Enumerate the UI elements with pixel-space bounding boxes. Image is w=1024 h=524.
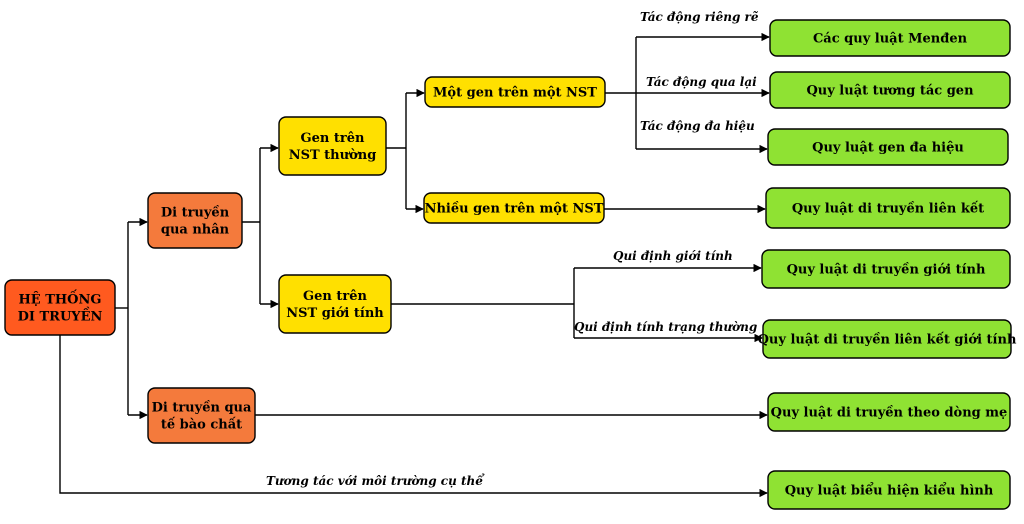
node-label: Di truyền xyxy=(161,205,230,221)
node-box xyxy=(767,392,1011,432)
node-box xyxy=(147,387,256,444)
node-label: Quy luật di truyền theo dòng mẹ xyxy=(771,405,1008,421)
node-mendel: Các quy luật Menđen xyxy=(769,19,1011,57)
node-label: qua nhân xyxy=(161,223,230,238)
node-sex-linked: Quy luật di truyền liên kết giới tính xyxy=(758,319,1017,359)
node-phenotype: Quy luật biểu hiện kiểu hình xyxy=(767,470,1011,510)
node-label: Quy luật biểu hiện kiểu hình xyxy=(785,483,994,499)
edge-label-mutual: Tác động qua lại xyxy=(646,75,757,89)
node-box xyxy=(767,128,1009,166)
node-label: Quy luật di truyền liên kết giới tính xyxy=(758,332,1017,348)
node-label: Quy luật gen đa hiệu xyxy=(812,141,964,156)
node-box xyxy=(278,116,387,176)
edge-label-sex-determination: Qui định giới tính xyxy=(613,249,733,263)
node-label: Quy luật di truyền liên kết xyxy=(792,201,984,217)
edge-label-environment: Tương tác với môi trường cụ thể xyxy=(266,473,485,488)
connector-lines xyxy=(59,32,770,498)
node-many-genes: Nhiều gen trên một NST xyxy=(423,192,605,224)
node-interaction: Quy luật tương tác gen xyxy=(769,71,1011,109)
node-label: tế bào chất xyxy=(161,417,242,433)
node-label: NST thường xyxy=(289,148,377,163)
node-label: Gen trên xyxy=(303,289,367,304)
node-box xyxy=(147,192,243,249)
node-box xyxy=(4,279,116,336)
node-nuclear: Di truyền qua nhân xyxy=(147,192,243,249)
node-box xyxy=(769,71,1011,109)
node-maternal: Quy luật di truyền theo dòng mẹ xyxy=(767,392,1011,432)
node-one-gene: Một gen trên một NST xyxy=(424,76,606,108)
node-label: Di truyền qua xyxy=(152,400,252,416)
node-box xyxy=(424,76,606,108)
node-linkage: Quy luật di truyền liên kết xyxy=(765,187,1011,229)
node-box xyxy=(278,274,392,334)
node-label: Các quy luật Menđen xyxy=(813,32,968,47)
edge-label-pleiotropic: Tác động đa hiệu xyxy=(640,119,755,133)
edge-label-separate: Tác động riêng rẽ xyxy=(640,10,759,24)
node-pleiotropy: Quy luật gen đa hiệu xyxy=(767,128,1009,166)
node-box xyxy=(423,192,605,224)
node-label: DI TRUYỀN xyxy=(18,307,103,325)
node-label: Quy luật di truyền giới tính xyxy=(787,262,986,278)
node-label: HỆ THỐNG xyxy=(19,290,102,308)
node-label: Quy luật tương tác gen xyxy=(806,84,974,99)
node-box xyxy=(761,249,1011,289)
node-label: Gen trên xyxy=(301,131,365,146)
node-label: Nhiều gen trên một NST xyxy=(425,201,604,217)
connector-to-phenotype xyxy=(59,335,768,498)
edge-label-normal-traits: Qui định tính trạng thường xyxy=(574,320,757,334)
node-label: NST giới tính xyxy=(286,306,384,321)
node-box xyxy=(769,19,1011,57)
node-box xyxy=(762,319,1012,359)
node-sex-inherit: Quy luật di truyền giới tính xyxy=(761,249,1011,289)
node-label: Một gen trên một NST xyxy=(433,86,597,101)
node-box xyxy=(767,470,1011,510)
node-box xyxy=(765,187,1011,229)
